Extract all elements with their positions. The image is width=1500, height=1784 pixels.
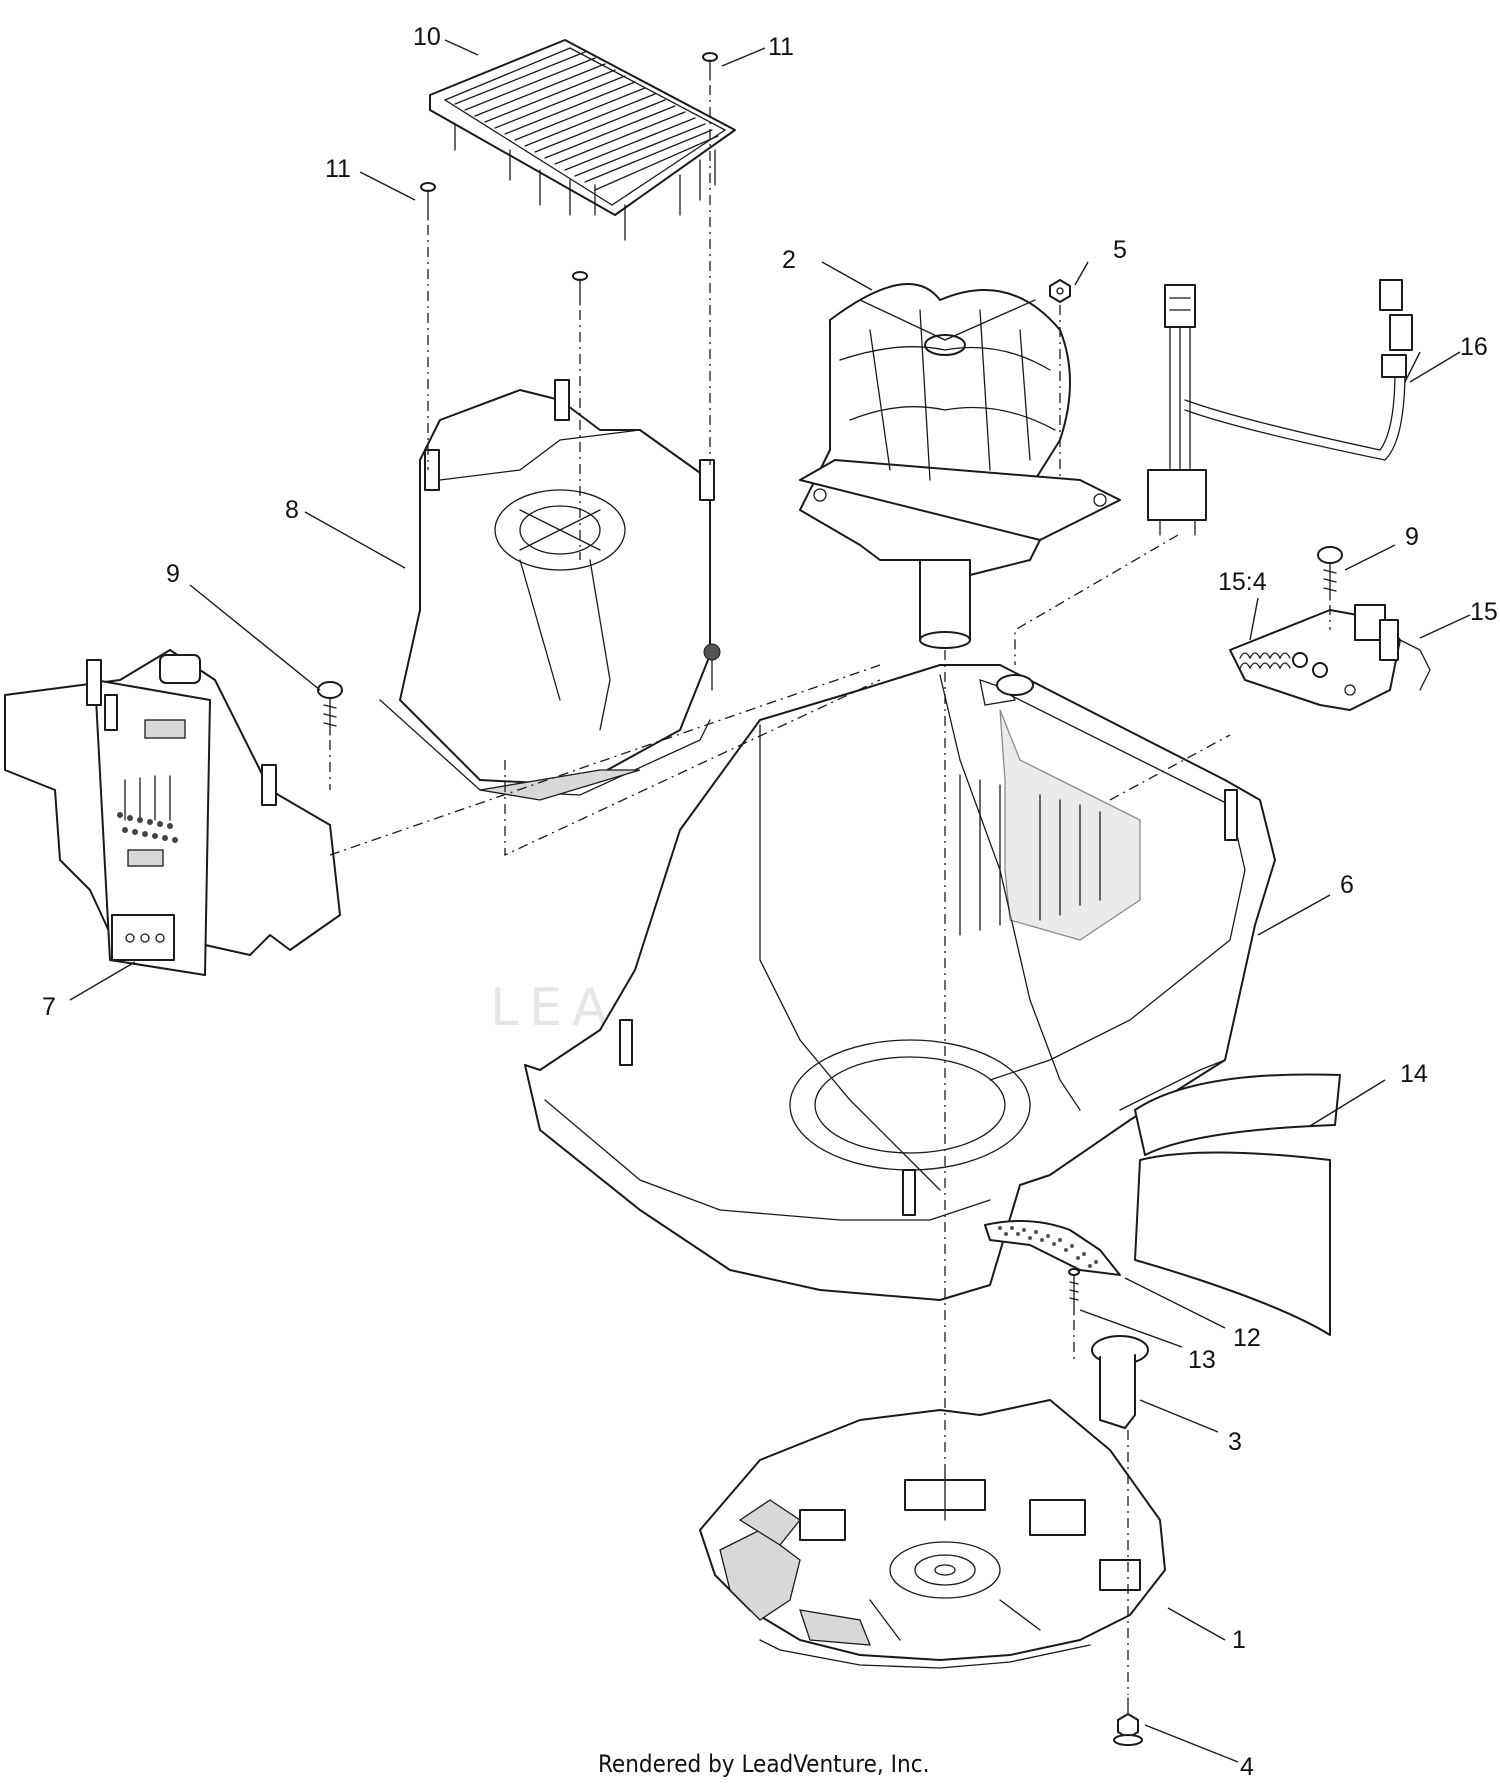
part-13-screw — [1068, 1268, 1080, 1316]
callout-4: 4 — [1240, 1753, 1254, 1781]
part-11-screw-center — [572, 271, 588, 306]
part-6-main-housing — [524, 664, 1276, 1301]
part-11-screw-left — [420, 182, 436, 221]
callout-11-top: 11 — [768, 33, 794, 61]
part-8-fan-housing — [379, 379, 721, 801]
part-16-wire-harness — [1147, 279, 1413, 536]
callout-6: 6 — [1340, 871, 1354, 899]
part-3-knob — [1091, 1335, 1149, 1429]
callout-7: 7 — [42, 993, 56, 1021]
callout-16: 16 — [1460, 333, 1488, 361]
part-9-screw-left — [317, 681, 343, 736]
callout-14: 14 — [1400, 1060, 1428, 1088]
callout-13: 13 — [1188, 1346, 1216, 1374]
callout-1: 1 — [1232, 1626, 1246, 1654]
callout-labels: 10 11 11 2 5 16 8 9 15:4 15 9 6 7 14 12 … — [42, 23, 1498, 1781]
callout-2: 2 — [782, 246, 796, 274]
callout-8: 8 — [285, 496, 299, 524]
part-9-screw-right — [1317, 546, 1343, 601]
part-7-switch-bracket — [4, 649, 341, 976]
callout-10: 10 — [413, 23, 441, 51]
rendered-by-footer: Rendered by LeadVenture, Inc. — [598, 1750, 929, 1778]
part-5-nut — [1049, 279, 1071, 303]
part-1-base-deck — [699, 1399, 1166, 1669]
callout-leaders — [69, 39, 1471, 1763]
callout-12: 12 — [1233, 1324, 1261, 1352]
assembly-lines — [329, 85, 1331, 1695]
callout-15: 15 — [1470, 598, 1498, 626]
part-15-4-spring — [1239, 652, 1291, 670]
part-12-grille — [984, 1220, 1121, 1276]
callout-9-left: 9 — [166, 560, 180, 588]
part-4-bolt — [1113, 1697, 1143, 1746]
part-2-motor — [799, 283, 1121, 649]
part-11-screw-top — [702, 52, 718, 81]
callout-9-right: 9 — [1405, 523, 1419, 551]
callout-15-4: 15:4 — [1218, 568, 1267, 596]
part-14-deflector — [1134, 1073, 1341, 1336]
callout-5: 5 — [1113, 236, 1127, 264]
callout-11-left: 11 — [325, 155, 351, 183]
part-10-controller-heatsink — [429, 39, 736, 241]
callout-3: 3 — [1228, 1428, 1242, 1456]
part-15-switch-bracket — [1229, 604, 1431, 711]
